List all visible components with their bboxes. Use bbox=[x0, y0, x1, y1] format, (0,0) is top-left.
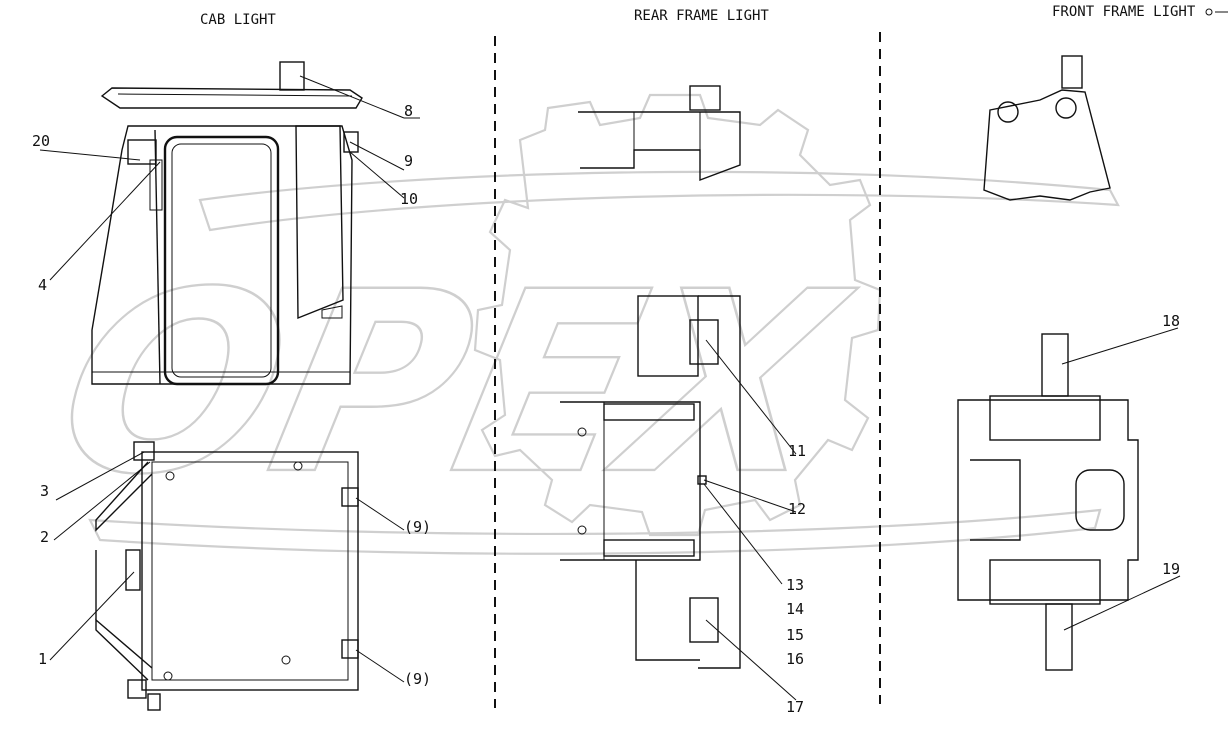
callout-4: 4 bbox=[38, 276, 47, 294]
rear-frame-light-header: REAR FRAME LIGHT bbox=[634, 8, 769, 24]
front-frame-light-header: FRONT FRAME LIGHT bbox=[1052, 4, 1196, 20]
callout-18: 18 bbox=[1162, 312, 1180, 330]
callout-17: 17 bbox=[786, 698, 804, 716]
callout-20: 20 bbox=[32, 132, 50, 150]
cab-top-view bbox=[95, 441, 359, 711]
watermark-swoosh-lower bbox=[88, 508, 1102, 555]
callout-9: 9 bbox=[404, 152, 413, 170]
callout-13: 13 bbox=[786, 576, 804, 594]
callout-3: 3 bbox=[40, 482, 49, 500]
callout-2: 2 bbox=[40, 528, 49, 546]
rear-frame-main-view bbox=[560, 295, 741, 669]
callout-1: 1 bbox=[38, 650, 47, 668]
callout-9b: (9) bbox=[404, 670, 431, 688]
leader-lines bbox=[39, 75, 1181, 701]
callout-15: 15 bbox=[786, 626, 804, 644]
callout-12: 12 bbox=[788, 500, 806, 518]
cab-light-header: CAB LIGHT bbox=[200, 12, 276, 28]
callout-10: 10 bbox=[400, 190, 418, 208]
callout-14: 14 bbox=[786, 600, 804, 618]
callout-16: 16 bbox=[786, 650, 804, 668]
callouts: 8 20 9 10 4 3 2 (9) 1 (9) 11 12 13 14 15… bbox=[32, 102, 1180, 716]
watermark-gear-outline bbox=[473, 93, 882, 537]
rear-frame-top-view bbox=[578, 85, 741, 182]
front-frame-top-view bbox=[983, 55, 1111, 201]
callout-11: 11 bbox=[788, 442, 806, 460]
cab-side-view bbox=[91, 61, 363, 386]
callout-8: 8 bbox=[404, 102, 413, 120]
callout-19: 19 bbox=[1162, 560, 1180, 578]
watermark-swoosh bbox=[198, 170, 1120, 232]
watermark-logo: OPEX bbox=[36, 93, 1120, 555]
header-marks bbox=[1205, 8, 1228, 16]
front-frame-main-view bbox=[957, 333, 1139, 671]
callout-9a: (9) bbox=[404, 518, 431, 536]
